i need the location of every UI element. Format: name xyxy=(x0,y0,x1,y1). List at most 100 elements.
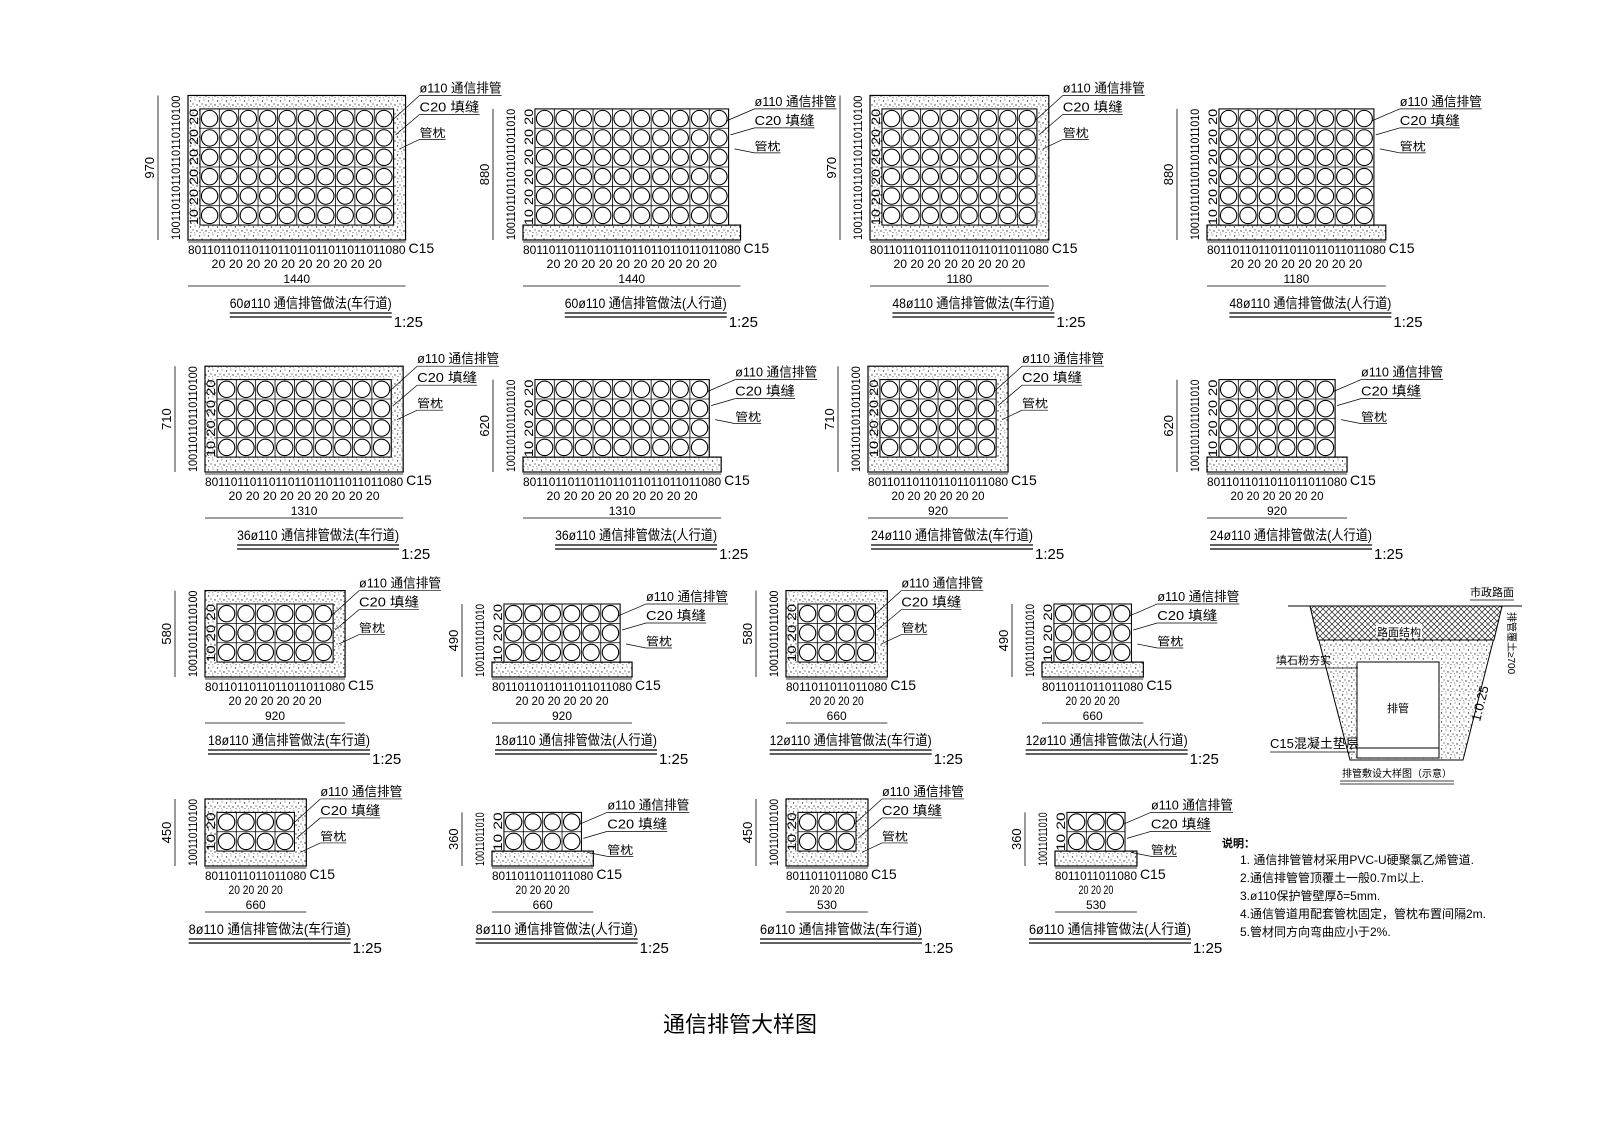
detail-scale: 1:25 xyxy=(401,546,430,563)
dim-chain-vertical-gaps: 10 20 xyxy=(491,812,505,851)
c15-base-slab xyxy=(522,224,742,241)
dim-width: 1440 xyxy=(618,272,645,286)
dim-height: 880 xyxy=(1161,164,1176,186)
pipe xyxy=(837,624,856,642)
pipe xyxy=(880,419,899,437)
pipe xyxy=(200,187,219,205)
detail-scale: 1:25 xyxy=(1035,546,1064,563)
pipe xyxy=(275,380,294,399)
pipe xyxy=(295,643,313,662)
pipe xyxy=(1106,832,1125,851)
pipe xyxy=(256,380,275,399)
pipe xyxy=(798,813,817,831)
label-saddle: 管枕 xyxy=(1157,634,1183,648)
label-fill: C20 填缝 xyxy=(755,113,815,128)
pipe xyxy=(977,380,996,399)
detail-scale: 1:25 xyxy=(1193,940,1222,957)
pipe xyxy=(1297,399,1315,418)
pipe xyxy=(353,380,371,399)
pipe xyxy=(582,643,600,662)
pipe xyxy=(562,832,581,851)
dim-width: 530 xyxy=(1086,898,1106,912)
pipe xyxy=(1074,624,1092,642)
dim-width: 660 xyxy=(533,898,553,912)
detail-title: 24ø110 通信排管做法(车行道) xyxy=(871,527,1033,543)
note-item: 5.管材同方向弯曲应小于2%. xyxy=(1240,924,1391,939)
pipe xyxy=(671,419,689,437)
pipe xyxy=(275,832,294,851)
pipe xyxy=(295,438,313,457)
pipe xyxy=(593,206,612,225)
dim-chain-bottom: 8011011011011011011080 xyxy=(205,680,345,694)
label-pipe: ø110 通信排管 xyxy=(882,784,964,799)
dim-chain-bottom: 8011011011011080 xyxy=(1042,680,1144,694)
pipe xyxy=(314,624,333,642)
note-item: 4.通信管道用配套管枕固定，管枕布置间隔2m. xyxy=(1240,906,1486,921)
pipe xyxy=(317,187,335,205)
pipe xyxy=(355,148,374,167)
pipe xyxy=(798,604,817,623)
pipe xyxy=(295,419,313,437)
dim-chain-vertical: 100110110110110110110100 xyxy=(169,95,183,240)
pipe xyxy=(535,206,554,225)
pipe xyxy=(1336,167,1354,186)
label-saddle: 管枕 xyxy=(1022,396,1048,410)
pipe xyxy=(355,129,374,147)
label-fill: C20 填缝 xyxy=(1063,99,1123,114)
label-base: C15 xyxy=(1389,240,1415,256)
dim-chain-gaps: 20 20 20 20 20 20 xyxy=(892,489,985,503)
pipe xyxy=(1018,167,1036,186)
pipe xyxy=(535,380,554,399)
label-base: C15 xyxy=(1140,866,1166,882)
pipe xyxy=(317,129,335,147)
dim-width: 920 xyxy=(265,709,285,723)
dim-chain-vertical: 10011011011010 xyxy=(1023,604,1037,677)
dim-chain-vertical: 100110110110100 xyxy=(186,590,200,677)
pipe xyxy=(1054,604,1073,623)
pipe xyxy=(314,604,333,623)
pipe xyxy=(632,206,651,225)
dim-chain-gaps: 20 20 20 20 20 20 xyxy=(516,694,609,708)
label-saddle: 管枕 xyxy=(901,621,927,635)
pipe xyxy=(504,832,523,851)
pipe xyxy=(543,813,562,831)
note-item: 1. 通信排管管材采用PVC-U硬聚氯乙烯管道. xyxy=(1240,852,1474,867)
pipe xyxy=(632,399,651,418)
detail-scale: 1:25 xyxy=(1056,314,1085,331)
pipe xyxy=(652,129,670,147)
label-fill: C20 填缝 xyxy=(882,803,942,818)
label-saddle: 管枕 xyxy=(1063,125,1089,139)
pipe xyxy=(239,109,258,128)
detail-title: 48ø110 通信排管做法(车行道) xyxy=(892,295,1054,311)
pipe xyxy=(1018,206,1036,225)
pipe xyxy=(919,399,938,418)
label-saddle: 管枕 xyxy=(646,634,672,648)
label-saddle: 管枕 xyxy=(1400,139,1426,153)
pipe xyxy=(295,380,313,399)
pipe xyxy=(297,187,316,205)
pipe xyxy=(278,206,296,225)
pipe xyxy=(1316,438,1335,457)
pipe xyxy=(1018,187,1036,205)
pipe xyxy=(237,419,255,437)
pipe xyxy=(220,129,238,147)
detail-scale: 1:25 xyxy=(1190,751,1219,768)
dim-chain-gaps: 20 20 20 20 xyxy=(1066,694,1121,708)
pipe xyxy=(1316,419,1335,437)
dim-chain-vertical-gaps: 10 20 20 20 xyxy=(867,379,881,457)
dim-height: 710 xyxy=(822,408,837,430)
label-pipe: ø110 通信排管 xyxy=(359,576,441,591)
dim-chain-vertical-gaps: 10 20 20 20 xyxy=(522,379,536,457)
detail-scale: 1:25 xyxy=(729,314,758,331)
pipe xyxy=(979,109,998,128)
pipe xyxy=(690,206,709,225)
pipe xyxy=(258,187,277,205)
pipe xyxy=(1258,419,1277,437)
label-base: C15 xyxy=(1350,472,1376,488)
pipe xyxy=(690,399,709,418)
dim-chain-bottom: 8011011011080 xyxy=(1055,869,1137,883)
pipe xyxy=(275,813,294,831)
pipe xyxy=(710,167,728,186)
